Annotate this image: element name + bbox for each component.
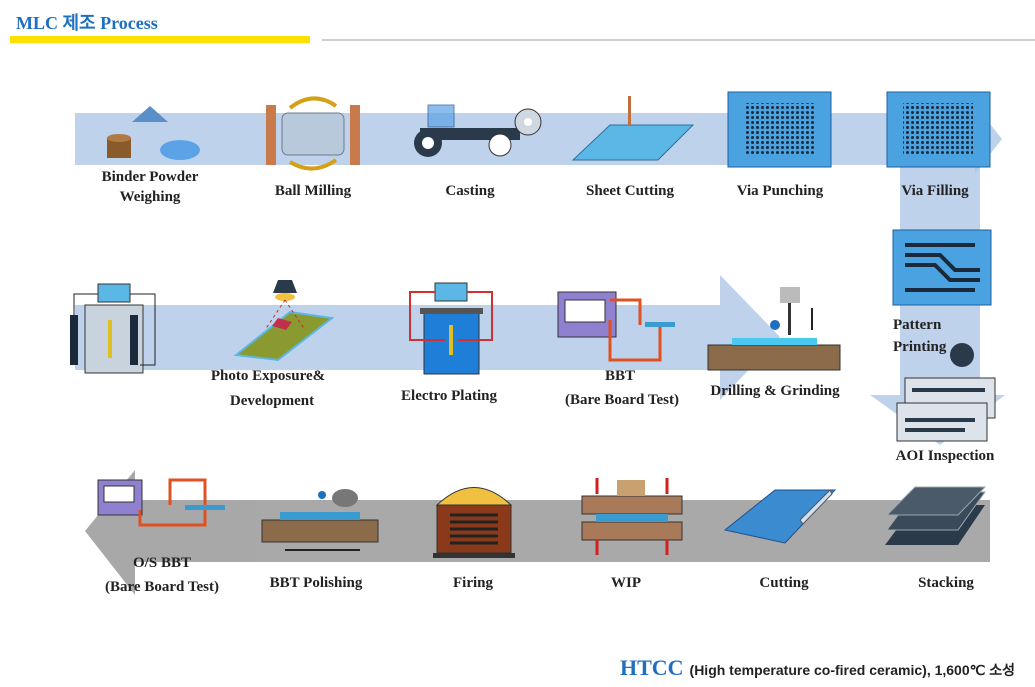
- bbt-polishing-icon: [261, 489, 379, 551]
- footer-description: (High temperature co-fired ceramic), 1,6…: [689, 662, 1015, 678]
- label-firing: Firing: [453, 575, 493, 591]
- label-os-bbt-line2: (Bare Board Test): [105, 579, 219, 595]
- casting-icon: [414, 104, 542, 157]
- footer-note: HTCC (High temperature co-fired ceramic),…: [620, 655, 1015, 681]
- aoi-inspection-icon: [896, 377, 996, 442]
- footer-acronym: HTCC: [619, 655, 684, 680]
- label-weighing-line1: Binder Powder: [102, 169, 199, 185]
- label-bbt-line1: BBT: [605, 368, 635, 384]
- label-drilling-grinding: Drilling & Grinding: [710, 383, 840, 399]
- label-aoi-inspection: AOI Inspection: [896, 448, 995, 464]
- label-photo-line1: Photo Exposure&: [211, 368, 325, 384]
- electro-test-icon: [70, 283, 156, 374]
- stacking-icon: [885, 486, 987, 545]
- via-filling-icon: [886, 91, 991, 168]
- pattern-printing-icon: [892, 229, 992, 367]
- os-bbt-icon: [97, 478, 225, 527]
- via-punching-icon: [727, 91, 832, 168]
- weighing-icon: [107, 106, 200, 160]
- label-via-filling: Via Filling: [901, 183, 969, 199]
- cutting-icon: [723, 489, 837, 544]
- label-stacking: Stacking: [918, 575, 974, 591]
- label-photo-line2: Development: [230, 393, 314, 409]
- title-underline: [10, 36, 310, 43]
- page-title: MLC 제조 Process: [16, 13, 158, 33]
- label-cutting: Cutting: [759, 575, 809, 591]
- label-ball-milling: Ball Milling: [275, 183, 352, 199]
- electro-plating-icon: [409, 282, 493, 375]
- firing-icon: [433, 487, 515, 558]
- wip-icon: [581, 478, 683, 555]
- label-os-bbt-line1: O/S BBT: [133, 555, 191, 571]
- drilling-grinding-icon: [707, 287, 841, 371]
- ball-mill-icon: [266, 96, 360, 171]
- label-weighing-line2: Weighing: [120, 189, 181, 205]
- sheet-cutting-icon: [571, 96, 695, 161]
- label-wip: WIP: [611, 575, 641, 591]
- label-bbt-polishing: BBT Polishing: [270, 575, 363, 591]
- label-casting: Casting: [445, 183, 495, 199]
- header-rule: [322, 39, 1035, 41]
- label-electro-plating: Electro Plating: [401, 388, 497, 404]
- label-sheet-cutting: Sheet Cutting: [586, 183, 674, 199]
- label-pattern-printing-line1: Pattern: [893, 317, 942, 333]
- label-via-punching: Via Punching: [737, 183, 824, 199]
- label-bbt-line2: (Bare Board Test): [565, 392, 679, 408]
- flow-arrow-row3: [85, 470, 990, 595]
- label-pattern-printing-line2: Printing: [893, 339, 947, 355]
- photo-exposure-icon: [233, 280, 335, 362]
- bbt-icon: [557, 291, 675, 362]
